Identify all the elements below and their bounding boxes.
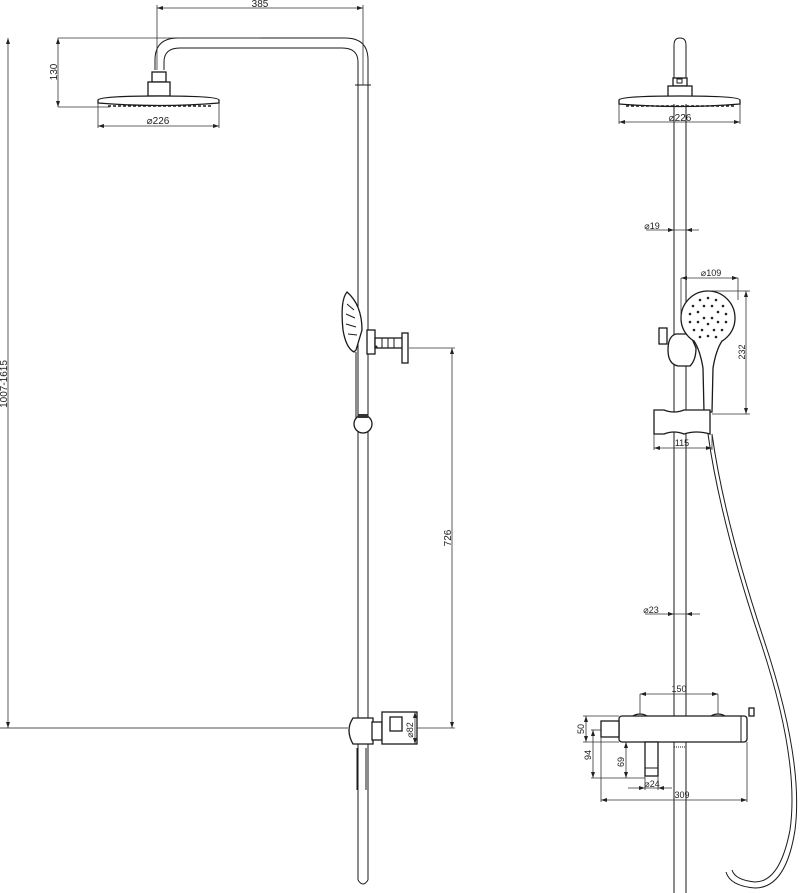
front-view-dimensions: ⌀226 ⌀19 ⌀109 232 115 ⌀23 [576, 104, 750, 802]
dim-spout-height: 69 [616, 757, 626, 767]
side-view-dimensions: 385 130 ⌀226 1007-1615 726 ⌀82 [0, 0, 455, 744]
dim-mixer-depth-total: 94 [583, 750, 593, 760]
dim-mixer-to-bracket: 726 [443, 529, 454, 546]
dim-head-drop: 130 [49, 63, 60, 80]
mixer-side [348, 717, 374, 745]
head-connector [151, 71, 167, 83]
dim-hand-shower-length: 232 [737, 344, 747, 359]
dim-head-diameter-front: ⌀226 [669, 113, 692, 124]
dim-slider-width: 115 [675, 438, 689, 448]
temperature-knob [600, 720, 620, 738]
wall-bracket [374, 337, 404, 349]
dim-pipe-lower-diameter: ⌀23 [643, 605, 658, 615]
slider-lever [658, 327, 668, 345]
dim-total-height: 1007-1615 [0, 360, 10, 408]
thermostatic-mixer [618, 715, 748, 743]
dim-outlet-diameter: ⌀82 [405, 722, 415, 737]
front-view [600, 37, 798, 893]
dim-spout-diameter: ⌀24 [644, 779, 659, 789]
rain-head-front [618, 95, 741, 108]
hand-shower-side [341, 291, 363, 353]
dim-pipe-upper-diameter: ⌀19 [644, 221, 659, 231]
side-view [0, 37, 418, 885]
hand-shower-nozzles [688, 296, 728, 339]
spout [644, 741, 659, 777]
dim-mixer-centers: 150 [671, 684, 686, 694]
dim-arm-reach: 385 [252, 0, 269, 10]
dim-hand-shower-diameter: ⌀109 [701, 268, 721, 278]
dim-mixer-height: 50 [576, 724, 586, 734]
dim-mixer-width: 309 [674, 790, 689, 800]
hose [707, 433, 793, 883]
rain-head-side [97, 95, 220, 107]
dim-head-diameter-side: ⌀226 [147, 116, 170, 127]
slider-base [653, 409, 711, 435]
